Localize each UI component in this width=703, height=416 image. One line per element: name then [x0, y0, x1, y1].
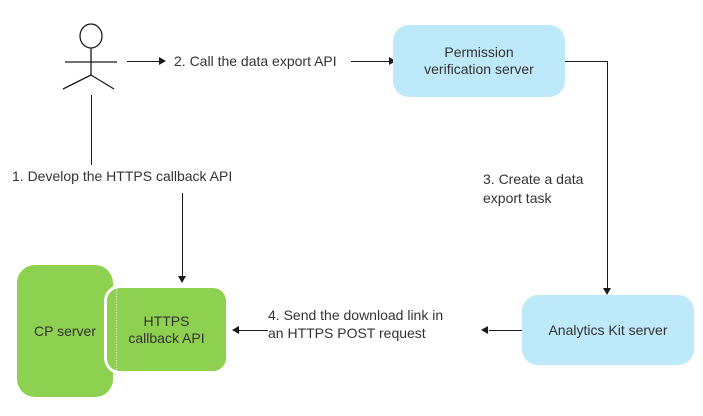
- step4-label: 4. Send the download link in an HTTPS PO…: [268, 307, 444, 341]
- actor-to-step1-line: [91, 95, 92, 165]
- permission-to-analytics-line: [607, 61, 608, 288]
- step1-to-callback-line: [182, 193, 183, 276]
- node-https-callback-api: HTTPS callback API: [104, 285, 229, 374]
- step3-label: 3. Create a data export task: [483, 171, 584, 206]
- step4-to-callback-line: [239, 330, 268, 331]
- node-label: Analytics Kit server: [548, 321, 668, 338]
- node-label: HTTPS callback API: [128, 312, 205, 346]
- node-label: CP server: [34, 322, 96, 339]
- analytics-to-step4-line: [489, 330, 522, 331]
- node-analytics-kit-server: Analytics Kit server: [522, 295, 694, 365]
- actor-icon: [62, 23, 117, 90]
- arrowhead-right-icon: [389, 57, 396, 65]
- node-permission-verification-server: Permission verification server: [393, 25, 565, 97]
- step2-to-permission-line: [351, 61, 389, 62]
- actor-to-step2-line: [127, 61, 159, 62]
- overlap-seam-line: [116, 288, 117, 371]
- step2-label: 2. Call the data export API: [174, 53, 337, 69]
- step1-label: 1. Develop the HTTPS callback API: [12, 168, 233, 184]
- permission-connector-horizontal: [565, 61, 608, 62]
- arrowhead-left-icon: [481, 326, 488, 334]
- arrowhead-right-icon: [159, 57, 166, 65]
- arrowhead-down-icon: [603, 288, 611, 295]
- node-cp-server: CP server: [17, 265, 113, 397]
- arrowhead-left-icon: [232, 326, 239, 334]
- node-label: Permission verification server: [424, 44, 534, 77]
- arrowhead-down-icon: [178, 276, 186, 283]
